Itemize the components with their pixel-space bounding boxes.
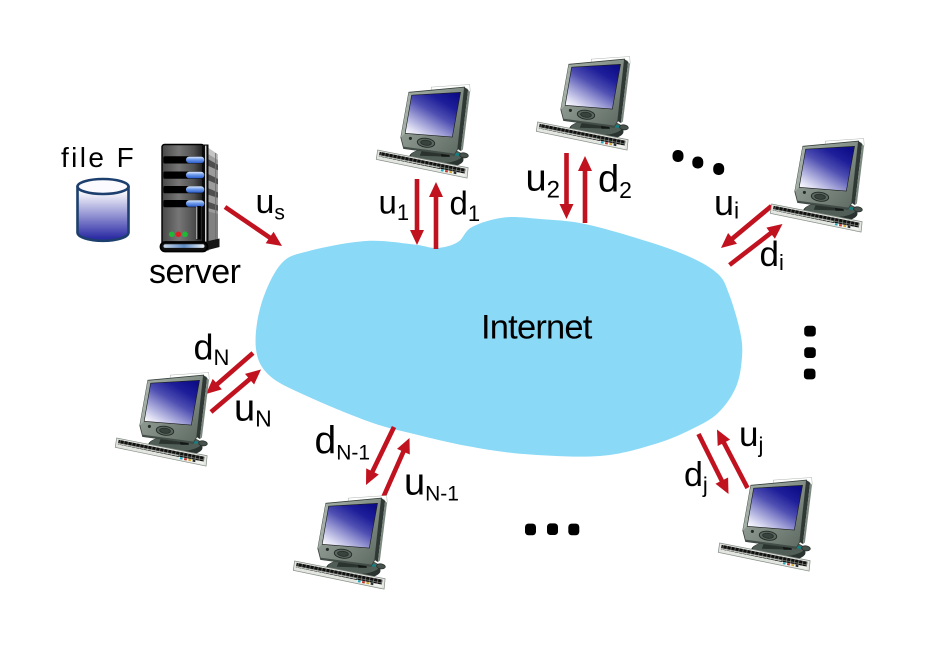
svg-text:dj: dj (684, 456, 708, 498)
svg-text:server: server (149, 253, 241, 291)
svg-text:d1: d1 (450, 185, 481, 227)
svg-text:d2: d2 (598, 159, 632, 204)
svg-text:dN-1: dN-1 (315, 420, 371, 465)
svg-text:file F: file F (61, 142, 136, 173)
svg-text:uN-1: uN-1 (404, 462, 459, 506)
svg-text:di: di (760, 235, 784, 275)
svg-text:us: us (256, 183, 285, 225)
svg-text:uN: uN (234, 388, 272, 432)
svg-text:ui: ui (714, 182, 739, 224)
svg-text:Internet: Internet (481, 309, 593, 347)
svg-text:dN: dN (194, 327, 230, 371)
svg-text:u1: u1 (379, 183, 410, 225)
svg-text:uj: uj (739, 415, 763, 458)
svg-text:u2: u2 (526, 158, 561, 204)
